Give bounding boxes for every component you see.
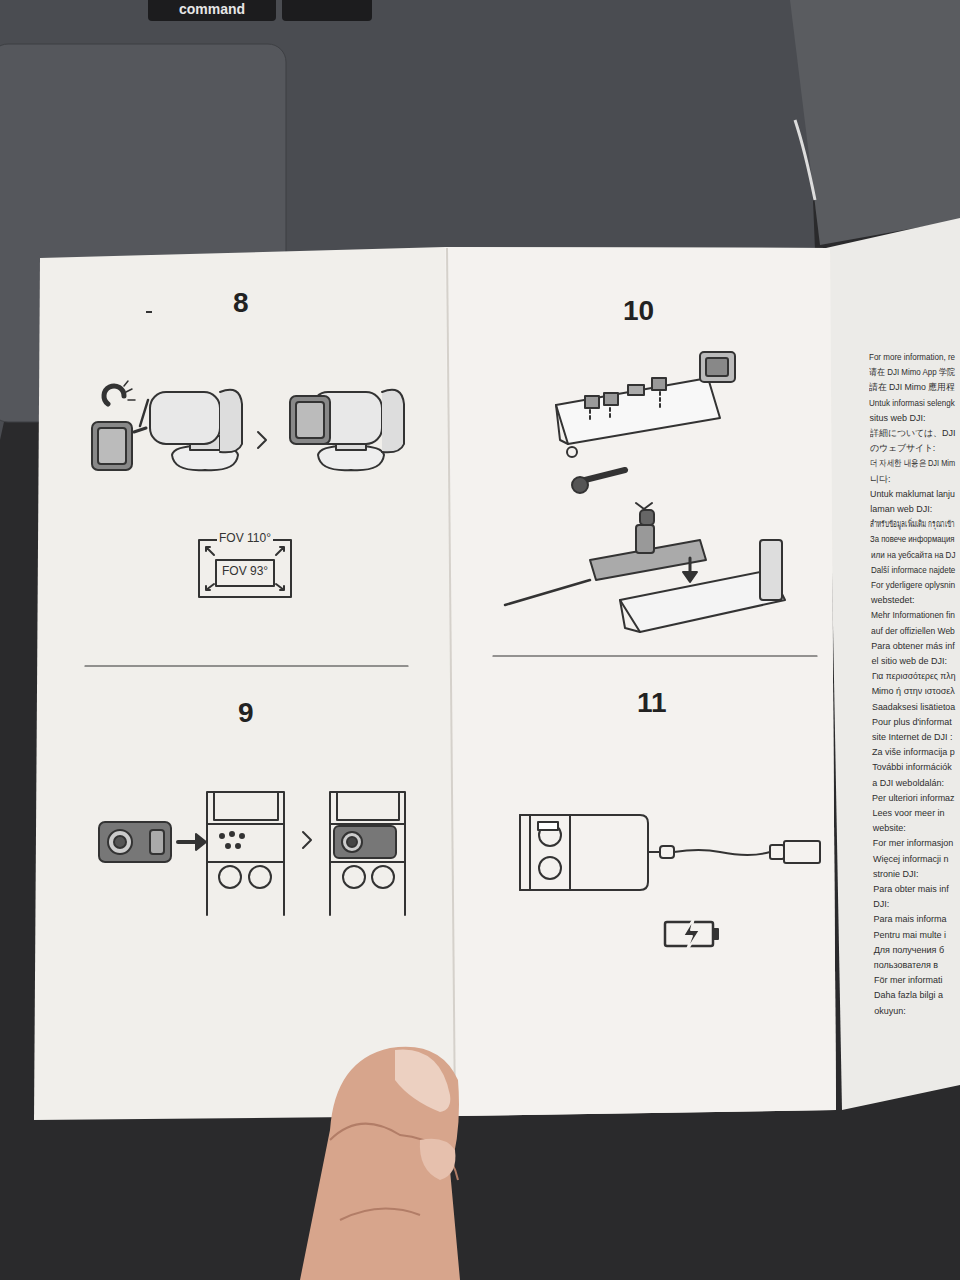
info-text-line: laman web DJI: xyxy=(870,504,932,514)
info-text-line: el sitio web de DJI: xyxy=(871,656,947,666)
info-text-line: 詳細については、DJI xyxy=(870,428,955,438)
info-text-line: DJI: xyxy=(873,899,889,909)
info-text-line: Další informace najdete xyxy=(871,565,955,575)
info-text-line: site Internet de DJI : xyxy=(872,732,953,742)
info-text-line: Для получения б xyxy=(874,945,944,955)
fov-label: FOV 110° xyxy=(217,532,273,546)
info-text-line: 니다: xyxy=(870,474,891,484)
info-text-line: Mimo ή στην ιστοσελ xyxy=(872,686,955,696)
info-text-line: Untuk informasi selengk xyxy=(869,398,955,408)
info-text-line: Para obter mais inf xyxy=(873,884,949,894)
info-text-line: Saadaksesi lisätietoa xyxy=(872,702,955,712)
info-text-line: For mer informasjon xyxy=(873,838,954,848)
info-text-line: webstedet: xyxy=(871,595,915,605)
info-text-line: пользователя в xyxy=(874,960,938,970)
info-text-line: situs web DJI: xyxy=(869,413,925,423)
info-text-line: További információk xyxy=(872,762,952,772)
info-text-line: Pour plus d'informat xyxy=(872,717,952,727)
info-text-line: или на уебсайта на DJ xyxy=(871,550,955,560)
step-number: 11 xyxy=(637,687,667,719)
info-text-line: Para obtener más inf xyxy=(871,641,955,651)
info-text-line: Więcej informacji n xyxy=(873,854,949,864)
info-text-line: Lees voor meer in xyxy=(873,808,945,818)
info-text-line: Untuk maklumat lanju xyxy=(870,489,955,499)
info-text-line: 더 자세한 내용은 DJI Mim xyxy=(870,458,955,468)
step-number: 9 xyxy=(238,697,254,729)
info-text-line: auf der offiziellen Web xyxy=(871,626,955,636)
info-text-line: Για περισσότερες πλη xyxy=(872,671,955,681)
info-text-line: okuyun: xyxy=(874,1006,906,1016)
info-text-line: Para mais informa xyxy=(873,914,946,924)
info-text-line: 請在 DJI Mimo 應用程 xyxy=(869,382,955,392)
info-text-line: For more information, re xyxy=(869,352,955,362)
step-number: 8 xyxy=(233,287,249,319)
step-number: 10 xyxy=(623,295,654,327)
info-text-line: 请在 DJI Mimo App 学院 xyxy=(869,367,955,377)
info-text-line: Mehr Informationen fin xyxy=(871,610,955,620)
info-text-line: Pentru mai multe i xyxy=(874,930,947,940)
info-text-line: stronie DJI: xyxy=(873,869,919,879)
info-text-line: website: xyxy=(873,823,906,833)
info-text-line: Daha fazla bilgi a xyxy=(874,990,943,1000)
info-text-line: För mer informati xyxy=(874,975,943,985)
info-text-line: For yderligere oplysnin xyxy=(871,580,955,590)
info-text-line: のウェブサイト: xyxy=(870,443,936,453)
info-text-line: Per ulteriori informaz xyxy=(872,793,955,803)
key-label: command xyxy=(179,1,245,17)
info-text-line: a DJI weboldalán: xyxy=(872,778,944,788)
fov-label: FOV 93° xyxy=(222,565,268,579)
info-text-line: За повече информация xyxy=(870,534,955,544)
info-text-line: สำหรับข้อมูลเพิ่มเติม กรุณาเข้า xyxy=(870,519,955,529)
info-text-line: Za više informacija p xyxy=(872,747,955,757)
